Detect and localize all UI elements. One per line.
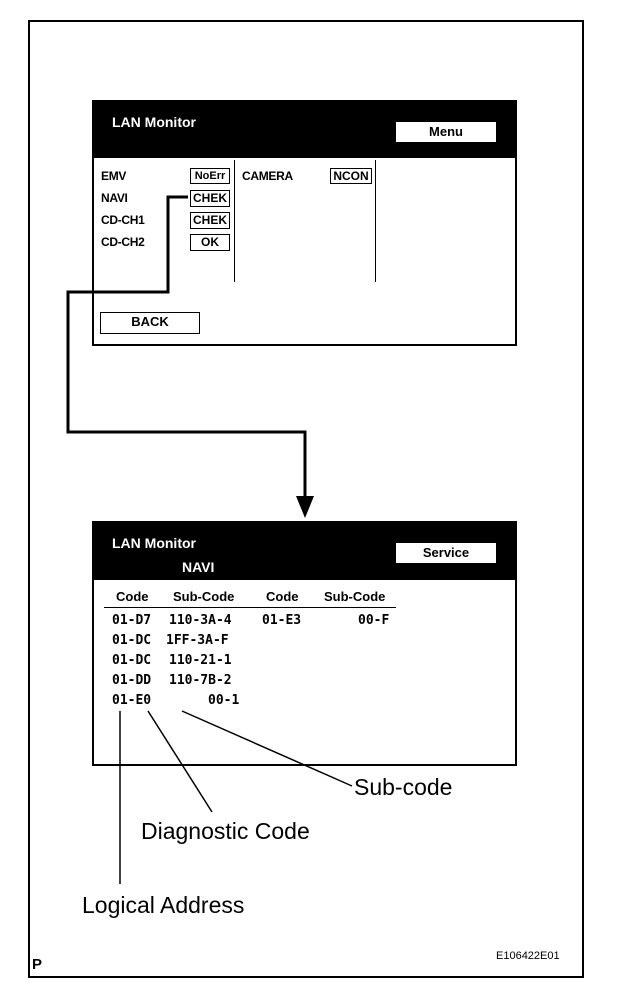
- back-button[interactable]: BACK: [100, 312, 200, 334]
- column-header-sub-code: Sub-Code: [173, 589, 235, 604]
- status-badge-navi[interactable]: CHEK: [190, 190, 230, 207]
- column-header-code: Code: [116, 589, 149, 604]
- header-underline: [104, 607, 396, 608]
- row-label-cd-ch1: CD-CH1: [101, 213, 145, 227]
- table-cell-code: 01-D7: [112, 613, 152, 628]
- table-cell-sub-code: 110-21-1: [169, 653, 232, 668]
- table-cell-sub-code: 00-F: [358, 613, 390, 628]
- menu-button[interactable]: Menu: [396, 122, 496, 142]
- callout-diagnostic-code: Diagnostic Code: [141, 818, 310, 844]
- status-badge-camera[interactable]: NCON: [330, 168, 372, 184]
- table-cell-code: 01-DC: [112, 653, 152, 668]
- lan-monitor-service-screen: LAN Monitor NAVI Service Code Sub-Code C…: [92, 521, 517, 766]
- leader-line-diagnostic-code: [147, 710, 213, 813]
- column-divider: [234, 160, 235, 282]
- table-cell-code: 01-DC: [112, 633, 152, 648]
- table-cell-code: 01-DD: [112, 673, 152, 688]
- column-header-code: Code: [266, 589, 299, 604]
- status-badge-emv[interactable]: NoErr: [190, 168, 230, 184]
- row-label-emv: EMV: [101, 169, 127, 183]
- screen-header: LAN Monitor Menu: [94, 102, 515, 158]
- row-label-navi: NAVI: [101, 191, 128, 205]
- arrow-head-icon: [296, 496, 314, 518]
- table-cell-code: 01-E0: [112, 693, 152, 708]
- navi-link-line: [66, 195, 307, 498]
- table-cell-code: 01-E3: [262, 613, 302, 628]
- column-divider: [375, 160, 376, 282]
- screen-subtitle: NAVI: [182, 559, 215, 575]
- figure-frame: [28, 20, 584, 978]
- lan-monitor-menu-screen: LAN Monitor Menu EMV NAVI CD-CH1 CD-CH2 …: [92, 100, 517, 346]
- table-cell-sub-code: 00-1: [208, 693, 240, 708]
- table-cell-sub-code: 110-7B-2: [169, 673, 232, 688]
- row-label-camera: CAMERA: [242, 169, 293, 183]
- screen-header: LAN Monitor NAVI Service: [94, 523, 515, 580]
- footer-letter: P: [32, 956, 43, 973]
- figure-id: E106422E01: [496, 950, 560, 962]
- callout-sub-code: Sub-code: [354, 774, 453, 800]
- status-badge-cd-ch1[interactable]: CHEK: [190, 212, 230, 229]
- service-button[interactable]: Service: [396, 543, 496, 563]
- row-label-cd-ch2: CD-CH2: [101, 235, 145, 249]
- status-badge-cd-ch2[interactable]: OK: [190, 234, 230, 251]
- callout-logical-address: Logical Address: [82, 892, 245, 918]
- screen-title: LAN Monitor: [112, 114, 196, 130]
- table-cell-sub-code: 1FF-3A-F: [166, 633, 229, 648]
- column-header-sub-code: Sub-Code: [324, 589, 386, 604]
- leader-line-sub-code: [181, 710, 353, 787]
- table-cell-sub-code: 110-3A-4: [169, 613, 232, 628]
- screen-title: LAN Monitor: [112, 535, 196, 551]
